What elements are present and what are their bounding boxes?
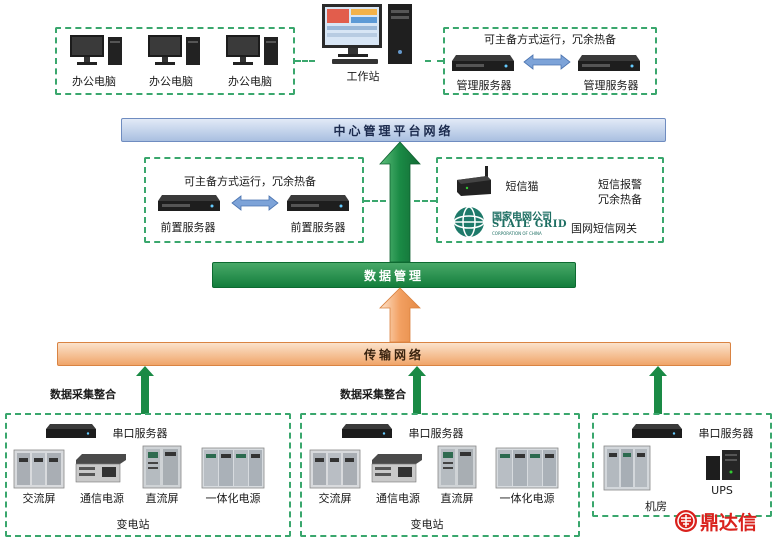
front-server-2-icon xyxy=(287,195,349,211)
ac-panel-1-icon xyxy=(13,449,65,489)
top-connector-left xyxy=(295,60,315,62)
machine-cabinet-icon xyxy=(603,445,651,491)
ups-label: UPS xyxy=(711,484,733,497)
front-server-group xyxy=(144,157,364,243)
dc-panel-1-icon xyxy=(142,445,182,489)
comm-power-1-icon xyxy=(75,454,126,483)
state-grid-en: STATE GRID xyxy=(492,219,568,230)
integrated-power-1-icon xyxy=(201,447,265,489)
state-grid-sub: CORPORATION OF CHINA xyxy=(492,231,542,236)
up-arrow-orange xyxy=(379,287,421,343)
up-arrow-green-substation-1 xyxy=(136,366,154,414)
sms-modem-icon xyxy=(457,166,491,196)
sms-alarm-line2: 冗余热备 xyxy=(598,193,642,206)
front-note: 可主备方式运行，冗余热备 xyxy=(184,175,316,188)
integrated-power-2-label: 一体化电源 xyxy=(499,492,555,505)
integrated-power-1-label: 一体化电源 xyxy=(205,492,261,505)
front-double-arrow xyxy=(231,195,279,211)
serial-server-1-icon xyxy=(46,424,96,438)
office-pc-2-label: 办公电脑 xyxy=(149,75,193,88)
mgmt-server-2-icon xyxy=(578,55,640,71)
substation-2-group xyxy=(300,413,580,537)
mgmt-server-1-label: 管理服务器 xyxy=(456,79,512,92)
serial-server-2-icon xyxy=(342,424,392,438)
office-pc-group xyxy=(55,27,295,95)
sms-alarm-line1: 短信报警 xyxy=(598,178,642,191)
mid-connector-right xyxy=(414,200,436,202)
logo-mark-icon xyxy=(675,510,697,532)
transport-network-band: 传输网络 xyxy=(57,342,731,366)
comm-power-1-label: 通信电源 xyxy=(80,492,124,505)
mgmt-server-2-label: 管理服务器 xyxy=(583,79,639,92)
sms-gateway-label: 国网短信网关 xyxy=(571,222,637,235)
office-pc-2-icon xyxy=(148,35,200,65)
substation-1-label: 变电站 xyxy=(116,518,150,531)
serial-server-3-label: 串口服务器 xyxy=(698,427,754,440)
logo-wordmark: 鼎达信 xyxy=(700,512,758,534)
dc-panel-2-icon xyxy=(437,445,477,489)
comm-power-2-label: 通信电源 xyxy=(376,492,420,505)
serial-server-1-label: 串口服务器 xyxy=(112,427,168,440)
data-management-band: 数据管理 xyxy=(212,262,576,288)
office-pc-1-label: 办公电脑 xyxy=(72,75,116,88)
office-pc-1-icon xyxy=(70,35,122,65)
ac-panel-1-label: 交流屏 xyxy=(22,492,56,505)
up-arrow-green-main xyxy=(379,141,421,263)
center-platform-band: 中心管理平台网络 xyxy=(121,118,666,142)
state-grid-cn: 国家电网公司 xyxy=(492,212,552,223)
top-connector-right xyxy=(425,60,443,62)
state-grid-globe-icon xyxy=(453,206,485,238)
dc-panel-1-label: 直流屏 xyxy=(145,492,179,505)
office-pc-3-icon xyxy=(226,35,278,65)
up-arrow-green-machine-room xyxy=(649,366,667,414)
ac-panel-2-label: 交流屏 xyxy=(318,492,352,505)
workstation-icon xyxy=(322,4,412,64)
comm-power-2-icon xyxy=(371,454,422,483)
ac-panel-2-icon xyxy=(309,449,361,489)
collect-label-1: 数据采集整合 xyxy=(50,388,116,401)
front-server-1-icon xyxy=(158,195,220,211)
mgmt-server-group xyxy=(443,27,657,95)
sms-group xyxy=(436,157,664,243)
front-server-2-label: 前置服务器 xyxy=(290,221,346,234)
workstation-label: 工作站 xyxy=(346,70,380,83)
dc-panel-2-label: 直流屏 xyxy=(440,492,474,505)
mgmt-server-1-icon xyxy=(452,55,514,71)
mgmt-double-arrow xyxy=(523,54,571,70)
up-arrow-green-substation-2 xyxy=(408,366,426,414)
office-pc-3-label: 办公电脑 xyxy=(228,75,272,88)
substation-2-label: 变电站 xyxy=(410,518,444,531)
serial-server-3-icon xyxy=(632,424,682,438)
collect-label-2: 数据采集整合 xyxy=(340,388,406,401)
front-server-1-label: 前置服务器 xyxy=(160,221,216,234)
ups-icon xyxy=(706,450,740,480)
mgmt-note: 可主备方式运行，冗余热备 xyxy=(484,33,616,46)
integrated-power-2-icon xyxy=(495,447,559,489)
sms-modem-label: 短信猫 xyxy=(505,180,539,193)
mid-connector-left xyxy=(364,200,386,202)
machine-room-label: 机房 xyxy=(645,500,667,513)
substation-1-group xyxy=(5,413,291,537)
serial-server-2-label: 串口服务器 xyxy=(408,427,464,440)
